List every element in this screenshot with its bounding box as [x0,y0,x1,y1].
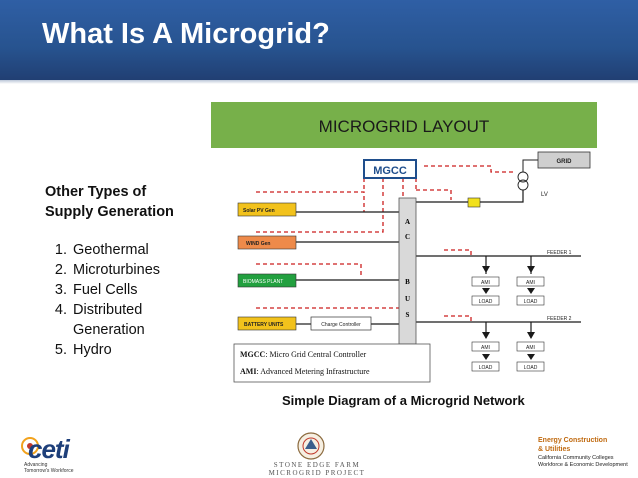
load-label: LOAD [524,299,538,305]
load-box [471,295,500,306]
energy-construction-line1: Energy Construction [538,437,608,444]
charge-controller-box [310,316,372,331]
wind-gen-box [237,235,297,250]
bus-letter: U [405,295,410,303]
bus-letter: S [406,311,410,319]
load-label: LOAD [524,365,538,371]
ami-box [471,341,500,352]
ami-label: AMI [481,280,490,286]
load-box [516,361,545,372]
ami-label: AMI [526,280,535,286]
energy-construction-line2: & Utilities [538,446,571,453]
energy-construction-line4: Workforce & Economic Development [538,462,628,468]
feeder-2-label: FEEDER 2 [547,316,572,322]
ami-box [516,341,545,352]
load-label: LOAD [479,299,493,305]
ceti-tagline: Tomorrow's Workforce [24,468,74,474]
battery-units-label: BATTERY UNITS [244,322,284,328]
feeder-1-label: FEEDER 1 [547,250,572,256]
load-label: LOAD [479,365,493,371]
grid-label: GRID [557,159,573,165]
solar-pv-box [237,202,297,217]
biomass-plant-box [237,273,297,288]
legend-ami-def: : Advanced Metering Infrastructure [256,367,370,376]
load-box [516,295,545,306]
lv-label: LV [541,192,548,198]
ami-box [471,276,500,287]
bus-letter: C [405,233,410,241]
solar-pv-label: Solar PV Gen [243,208,275,214]
legend-mgcc-term: MGCC [240,350,266,359]
biomass-plant-label: BIOMASS PLANT [243,279,283,285]
legend-ami-term: AMI [240,367,256,376]
microgrid-layout-diagram: MICROGRID LAYOUT MGCC GRID LV [211,102,597,383]
diagram-header [211,102,597,148]
transformer-coil-top [517,171,529,183]
grid-link [522,159,538,172]
legend-box [233,343,431,383]
bus-letter: B [405,278,410,286]
diagram-header-text: MICROGRID LAYOUT [319,117,490,136]
list-heading-line2: Supply Generation [45,204,174,220]
title-bar: What Is A Microgrid? [0,0,638,84]
list-item: Hydro [71,340,205,360]
load-box [471,361,500,372]
charge-controller-label: Charge Controller [321,322,361,328]
mgcc-box [363,159,417,179]
stone-edge-farm-seal-icon [297,432,325,460]
power-lines [295,190,581,338]
battery-units-box [237,316,297,331]
slide-title: What Is A Microgrid? [42,18,330,50]
diagram-caption: Simple Diagram of a Microgrid Network [282,393,525,408]
list-heading-line1: Other Types of [45,184,147,200]
list-item: Distributed Generation [71,300,205,340]
mgcc-label: MGCC [373,165,407,177]
legend-ami: AMI: Advanced Metering Infrastructure [240,367,370,376]
wind-gen-label: WIND Gen [246,241,270,247]
main-switch [467,197,481,208]
bus-letter: A [405,218,410,226]
ceti-wordmark: ceti [28,434,70,464]
ceti-logo [21,437,39,455]
stone-edge-farm-line1: STONE EDGE FARM [273,461,361,469]
supply-generation-list: Other Types of Supply Generation Geother… [45,182,205,360]
ami-box [516,276,545,287]
feeder-arrows [482,266,535,360]
stone-edge-farm-line2: MICROGRID PROJECT [268,469,366,477]
list-item: Fuel Cells [71,280,205,300]
legend-mgcc: MGCC: Micro Grid Central Controller [240,350,367,359]
ami-label: AMI [526,345,535,351]
legend-mgcc-def: : Micro Grid Central Controller [265,350,366,359]
list-item: Geothermal [71,240,205,260]
transformer-coil-bottom [517,179,529,191]
ceti-tagline: Advancing [24,462,48,468]
ami-label: AMI [481,345,490,351]
list-item: Microturbines [71,260,205,280]
energy-construction-line3: California Community Colleges [538,455,614,461]
